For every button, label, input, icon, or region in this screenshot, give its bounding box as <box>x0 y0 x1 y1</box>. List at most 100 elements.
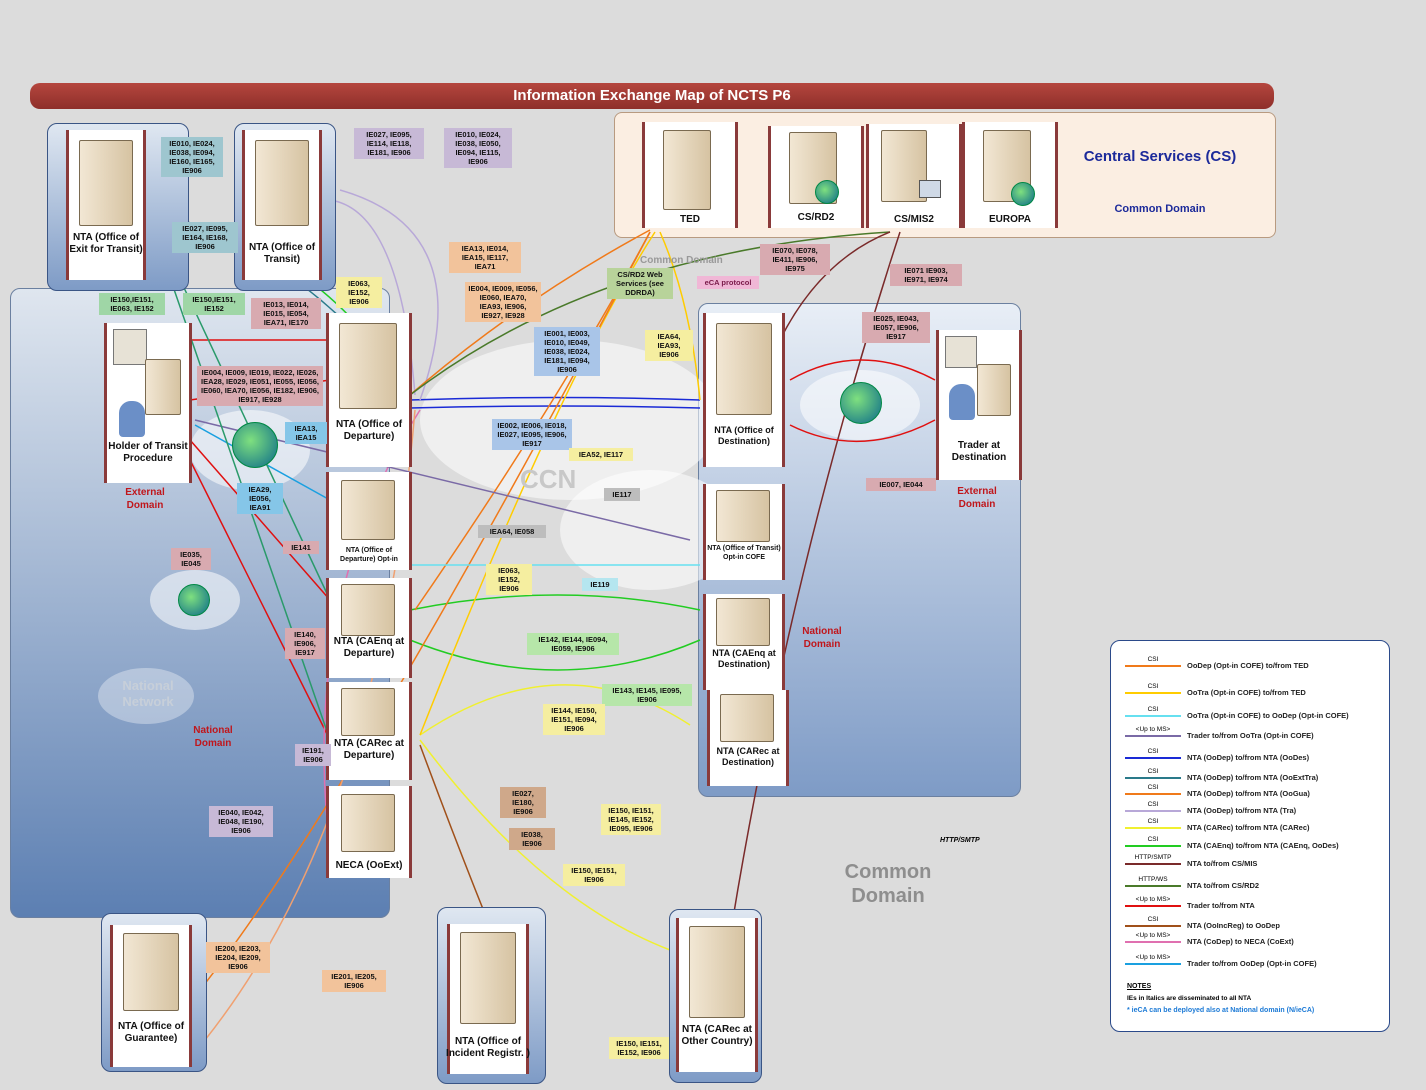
carec-departure-node[interactable]: NTA (CARec at Departure) <box>326 682 412 780</box>
ie-tag: IE025, IE043, IE057, IE906, IE917 <box>862 312 930 343</box>
conn-caenq-2 <box>409 639 701 671</box>
globe-icon <box>178 584 210 616</box>
ie-tag: IE070, IE078, IE411, IE906, IE975 <box>760 244 830 275</box>
guarantee-node[interactable]: NTA (Office of Guarantee) <box>110 925 192 1067</box>
destination-label: NTA (Office of Destination) <box>714 425 774 446</box>
ie-tag: IE002, IE006, IE018, IE027, IE095, IE906… <box>492 419 572 450</box>
national-domain-right: National Domain <box>802 626 842 650</box>
conn-dep-des-2 <box>409 405 701 409</box>
legend-text: NTA to/from CS/MIS <box>1187 859 1258 868</box>
legend-row: HTTP/WS NTA to/from CS/RD2 <box>1125 876 1385 895</box>
carec-destination-label: NTA (CARec at Destination) <box>716 746 780 767</box>
holder-label: Holder of Transit Procedure <box>108 441 188 464</box>
server-icon <box>720 694 774 742</box>
person-icon <box>949 384 975 420</box>
external-domain-right: External Domain <box>957 486 997 510</box>
incident-label: NTA (Office of Incident Registr. ) <box>446 1036 530 1059</box>
legend-line-swatch <box>1125 715 1181 717</box>
departure-node[interactable]: NTA (Office of Departure) <box>326 313 412 467</box>
legend-row: <Up to MS>Trader to/from OoDep (Opt-in C… <box>1125 954 1385 973</box>
incident-node[interactable]: NTA (Office of Incident Registr. ) <box>446 924 530 1074</box>
legend-text: OoDep (Opt-in COFE) to/from TED <box>1187 661 1309 670</box>
ie-tag: IEA64, IEA93, IE906 <box>645 330 693 361</box>
national-network-label: National Network <box>122 678 174 709</box>
globe-icon <box>815 180 839 204</box>
exit-office-node[interactable]: NTA (Office of Exit for Transit) <box>66 130 146 280</box>
legend-text: OoTra (Opt-in COFE) to/from TED <box>1187 688 1306 697</box>
carec-destination-node[interactable]: NTA (CARec at Destination) <box>707 690 789 786</box>
ie-tag: IE004, IE009, IE056, IE060, IEA70, IEA93… <box>465 282 541 322</box>
legend-line-swatch <box>1125 941 1181 943</box>
conn-trader-caenq <box>189 439 331 601</box>
server-icon <box>977 364 1011 416</box>
carec-other-node[interactable]: NTA (CARec at Other Country) <box>676 918 758 1072</box>
legend-text: NTA (OoDep) to/from NTA (OoDes) <box>1187 753 1310 762</box>
legend-text: NTA to/from CS/RD2 <box>1187 881 1260 890</box>
http-smtp-label: HTTP/SMTP <box>940 837 980 844</box>
legend-protocol: CSI <box>1147 683 1159 690</box>
legend-protocol: CSI <box>1147 818 1159 825</box>
destination-node[interactable]: NTA (Office of Destination) <box>703 313 785 467</box>
trader-destination-node[interactable]: Trader at Destination <box>936 330 1022 480</box>
national-network-cloud <box>98 668 194 724</box>
ie-tag: IEA13, IE014, IEA15, IE117, IEA71 <box>449 242 521 273</box>
legend-text: Trader to/from NTA <box>1187 901 1255 910</box>
legend-protocol: <Up to MS> <box>1135 932 1171 939</box>
legend-text: Trader to/from OoTra (Opt-in COFE) <box>1187 731 1314 740</box>
legend-line-swatch <box>1125 735 1181 737</box>
ted-node[interactable]: TED <box>642 122 738 228</box>
ted-label: TED <box>680 214 700 225</box>
server-icon <box>341 688 395 736</box>
europa-node[interactable]: EUROPA <box>962 122 1058 228</box>
house-icon <box>945 336 977 368</box>
ie-tag: IE063, IE152, IE906 <box>486 564 532 595</box>
cs-mis2-node[interactable]: CS/MIS2 <box>866 124 962 228</box>
legend-line-swatch <box>1125 827 1181 829</box>
legend-line-swatch <box>1125 863 1181 865</box>
legend-protocol: <Up to MS> <box>1135 896 1171 903</box>
ie-tag: IE027, IE095, IE114, IE118, IE181, IE906 <box>354 128 424 159</box>
neca-label: NECA (OoExt) <box>335 860 403 871</box>
server-icon <box>460 932 516 1024</box>
legend-text: NTA (OoDep) to/from NTA (OoGua) <box>1187 789 1310 798</box>
server-icon <box>79 140 133 226</box>
legend-protocol: <Up to MS> <box>1135 726 1171 733</box>
ie-tag: IE140, IE906, IE917 <box>285 628 325 659</box>
legend-row: <Up to MS> Trader to/from NTA <box>1125 896 1385 915</box>
departure-optin-node[interactable]: NTA (Office of Departure) Opt-in <box>326 472 412 570</box>
caenq-destination-node[interactable]: NTA (CAEnq at Destination) <box>703 594 785 690</box>
cs-rd2-web-services-note: CS/RD2 Web Services (see DDRDA) <box>607 268 673 299</box>
eca-protocol-note: eCA protocol <box>697 276 759 289</box>
neca-node[interactable]: NECA (OoExt) <box>326 786 412 878</box>
common-domain-small-label: Common Domain <box>640 255 723 266</box>
caenq-departure-node[interactable]: NTA (CAEnq at Departure) <box>326 578 412 678</box>
ie-tag: IE035, IE045 <box>171 548 211 570</box>
legend-row: <Up to MS>NTA (CoDep) to NECA (CoExt) <box>1125 932 1385 951</box>
legend-protocol: <Up to MS> <box>1135 954 1171 961</box>
transit-optin-node[interactable]: NTA (Office of Transit) Opt-in COFE <box>703 484 785 580</box>
legend-line-swatch <box>1125 963 1181 965</box>
ie-tag: IE119 <box>582 578 618 591</box>
server-icon <box>123 933 179 1011</box>
legend-text: OoTra (Opt-in COFE) to OoDep (Opt-in COF… <box>1187 711 1349 720</box>
cs-rd2-node[interactable]: CS/RD2 <box>768 126 864 228</box>
holder-node[interactable]: Holder of Transit Procedure <box>104 323 192 483</box>
server-icon <box>341 794 395 852</box>
legend-protocol: CSI <box>1147 916 1159 923</box>
exit-office-label: NTA (Office of Exit for Transit) <box>69 232 143 255</box>
legend-protocol: HTTP/WS <box>1138 876 1168 883</box>
transit-office-node[interactable]: NTA (Office of Transit) <box>242 130 322 280</box>
ie-tag: IEA52, IE117 <box>569 448 633 461</box>
legend-note-1: IEs in Italics are disseminated to all N… <box>1127 995 1252 1002</box>
server-icon <box>255 140 309 226</box>
conn-dep-des <box>409 396 701 401</box>
ie-tag: IE150,IE151, IE152 <box>183 293 245 315</box>
transit-optin-label: NTA (Office of Transit) Opt-in COFE <box>707 545 781 561</box>
ie-tag: IE191, IE906 <box>295 744 331 766</box>
